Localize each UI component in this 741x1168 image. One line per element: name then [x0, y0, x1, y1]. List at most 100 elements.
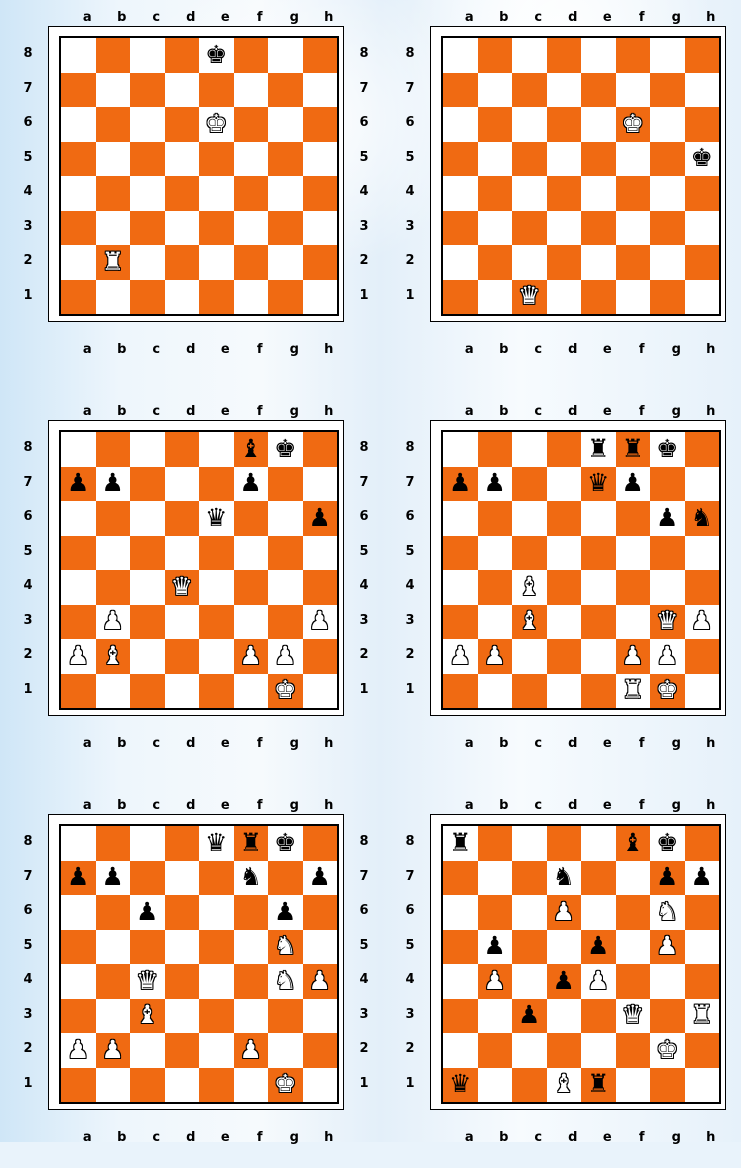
square-f6[interactable]	[234, 107, 269, 142]
square-h2[interactable]	[685, 639, 720, 674]
square-h8[interactable]	[303, 38, 338, 73]
square-b7[interactable]: ♟	[478, 467, 513, 502]
square-c1[interactable]	[512, 674, 547, 709]
square-h3[interactable]	[685, 211, 720, 246]
square-e7[interactable]	[581, 73, 616, 108]
square-g5[interactable]	[268, 536, 303, 571]
white-pawn-icon[interactable]: ♟	[309, 608, 331, 633]
square-f4[interactable]	[616, 570, 651, 605]
square-e3[interactable]	[581, 605, 616, 640]
square-f3[interactable]: ♛	[616, 999, 651, 1034]
square-g6[interactable]	[650, 107, 685, 142]
square-e2[interactable]	[199, 1033, 234, 1068]
black-rook-icon[interactable]: ♜	[622, 436, 644, 461]
white-queen-icon[interactable]: ♛	[136, 968, 158, 993]
square-c6[interactable]	[130, 501, 165, 536]
square-g1[interactable]	[268, 280, 303, 315]
white-king-icon[interactable]: ♚	[656, 677, 678, 702]
square-f8[interactable]	[234, 38, 269, 73]
square-h1[interactable]	[303, 674, 338, 709]
black-pawn-icon[interactable]: ♟	[449, 470, 471, 495]
white-king-icon[interactable]: ♚	[274, 677, 296, 702]
square-g3[interactable]	[268, 211, 303, 246]
square-a1[interactable]	[61, 1068, 96, 1103]
square-b8[interactable]	[96, 38, 131, 73]
square-e2[interactable]	[581, 639, 616, 674]
square-f4[interactable]	[234, 570, 269, 605]
square-d1[interactable]	[547, 674, 582, 709]
square-a1[interactable]: ♛	[443, 1068, 478, 1103]
square-a3[interactable]	[443, 211, 478, 246]
square-b1[interactable]	[478, 1068, 513, 1103]
square-d8[interactable]	[165, 826, 200, 861]
square-b5[interactable]	[96, 142, 131, 177]
square-a3[interactable]	[443, 605, 478, 640]
square-g7[interactable]	[268, 861, 303, 896]
white-pawn-icon[interactable]: ♟	[102, 608, 124, 633]
square-a6[interactable]	[443, 895, 478, 930]
square-a3[interactable]	[61, 605, 96, 640]
square-b7[interactable]: ♟	[96, 861, 131, 896]
square-f6[interactable]	[616, 895, 651, 930]
square-b1[interactable]	[478, 674, 513, 709]
square-d6[interactable]	[547, 107, 582, 142]
black-rook-icon[interactable]: ♜	[449, 830, 471, 855]
square-d2[interactable]	[547, 639, 582, 674]
square-c5[interactable]	[512, 536, 547, 571]
square-g4[interactable]	[650, 964, 685, 999]
black-queen-icon[interactable]: ♛	[205, 505, 227, 530]
square-f5[interactable]	[616, 142, 651, 177]
square-e7[interactable]	[581, 861, 616, 896]
square-c1[interactable]: ♛	[512, 280, 547, 315]
square-e4[interactable]	[199, 176, 234, 211]
square-e4[interactable]	[199, 964, 234, 999]
white-pawn-icon[interactable]: ♟	[309, 968, 331, 993]
square-c4[interactable]	[512, 176, 547, 211]
square-e3[interactable]	[199, 605, 234, 640]
square-f7[interactable]: ♟	[616, 467, 651, 502]
white-rook-icon[interactable]: ♜	[691, 1002, 713, 1027]
square-c6[interactable]	[512, 107, 547, 142]
square-a7[interactable]	[443, 861, 478, 896]
square-c3[interactable]: ♝	[512, 605, 547, 640]
square-d5[interactable]	[165, 930, 200, 965]
square-e3[interactable]	[581, 211, 616, 246]
square-b2[interactable]	[478, 1033, 513, 1068]
square-e2[interactable]	[199, 245, 234, 280]
square-f5[interactable]	[234, 536, 269, 571]
white-pawn-icon[interactable]: ♟	[274, 643, 296, 668]
square-b4[interactable]	[96, 570, 131, 605]
black-queen-icon[interactable]: ♛	[587, 470, 609, 495]
black-pawn-icon[interactable]: ♟	[691, 864, 713, 889]
square-d3[interactable]	[165, 999, 200, 1034]
square-c1[interactable]	[512, 1068, 547, 1103]
square-a7[interactable]	[61, 73, 96, 108]
square-b7[interactable]	[478, 861, 513, 896]
square-b1[interactable]	[96, 1068, 131, 1103]
square-b6[interactable]	[96, 895, 131, 930]
square-f1[interactable]	[234, 280, 269, 315]
square-d4[interactable]	[547, 570, 582, 605]
square-h6[interactable]	[685, 895, 720, 930]
white-bishop-icon[interactable]: ♝	[518, 608, 540, 633]
square-c2[interactable]	[512, 639, 547, 674]
square-h5[interactable]: ♚	[685, 142, 720, 177]
square-g5[interactable]: ♞	[268, 930, 303, 965]
square-c3[interactable]: ♝	[130, 999, 165, 1034]
square-h3[interactable]: ♟	[685, 605, 720, 640]
square-c5[interactable]	[130, 536, 165, 571]
black-pawn-icon[interactable]: ♟	[102, 864, 124, 889]
square-d5[interactable]	[547, 930, 582, 965]
square-a5[interactable]	[61, 930, 96, 965]
square-e5[interactable]: ♟	[581, 930, 616, 965]
square-d3[interactable]	[165, 211, 200, 246]
square-c5[interactable]	[512, 930, 547, 965]
black-king-icon[interactable]: ♚	[656, 436, 678, 461]
square-f5[interactable]	[616, 536, 651, 571]
square-c3[interactable]: ♟	[512, 999, 547, 1034]
square-b3[interactable]: ♟	[96, 605, 131, 640]
black-rook-icon[interactable]: ♜	[587, 1071, 609, 1096]
square-b5[interactable]	[96, 930, 131, 965]
square-c8[interactable]	[512, 826, 547, 861]
square-b7[interactable]: ♟	[96, 467, 131, 502]
